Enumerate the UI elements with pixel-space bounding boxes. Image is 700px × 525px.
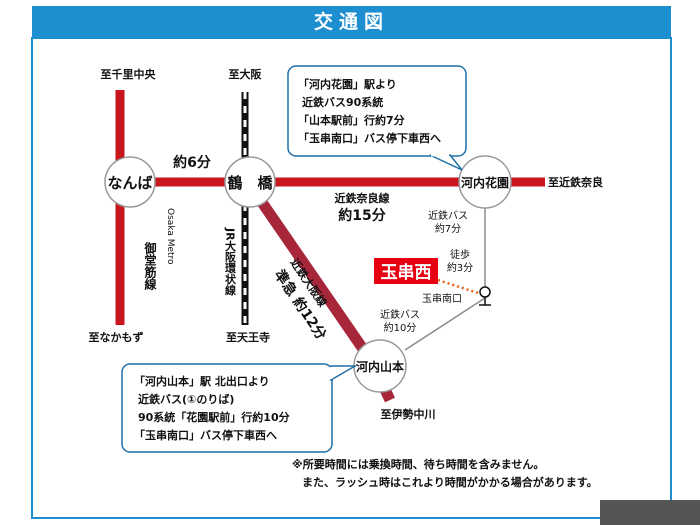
station-tsuruhashi	[224, 156, 276, 208]
bus-route-yamamoto	[404, 297, 486, 351]
station-namba	[104, 156, 156, 208]
callout-bottom-line-4: 「玉串南口」バス停下車西へ	[134, 428, 277, 442]
bus-label-hanazono-2: 約7分	[435, 222, 461, 235]
corner-artifact	[600, 500, 700, 525]
station-label-hanazono: 河内花園	[460, 175, 509, 190]
station-label-namba: なんば	[107, 174, 152, 192]
callout-yamamoto	[121, 363, 333, 453]
label-osaka-metro: Osaka Metro	[165, 208, 175, 265]
dest-osaka: 至大阪	[229, 67, 263, 81]
callout-bottom-line-1: 「河内山本」駅 北出口より	[134, 374, 270, 388]
walk-route	[437, 278, 479, 295]
bus-label-yamamoto-2: 約10分	[384, 321, 417, 334]
map-border	[31, 37, 672, 519]
label-nara-line: 近鉄奈良線	[335, 191, 390, 205]
dest-tennoji: 至天王寺	[226, 330, 270, 344]
callout-yamamoto-pointer	[330, 365, 358, 382]
callout-top-line-4: 「玉串南口」バス停下車西へ	[298, 131, 441, 145]
callout-bottom-line-3: 90系統「花園駅前」行約10分	[138, 410, 290, 424]
bus-stop-label: 玉串南口	[422, 292, 462, 305]
callout-top-line-3: 「山本駅前」行約7分	[298, 113, 405, 127]
destination-label: 玉串西	[381, 262, 432, 283]
callout-top-line-2: 近鉄バス90系統	[302, 95, 383, 109]
label-nara-time: 約15分	[338, 207, 385, 224]
callout-top-line-1: 「河内花園」駅より	[298, 77, 397, 91]
callout-bottom-line-2: 近鉄バス(①のりば)	[138, 392, 234, 406]
label-namba-tsuruhashi-time: 約6分	[173, 154, 211, 171]
label-midosuji: 御堂筋線	[143, 241, 157, 291]
label-jr-loop: JR大阪環状線	[224, 227, 237, 296]
bus-stop-icon	[479, 286, 491, 298]
footnote-line-2: また、ラッシュ時はこれより時間がかかる場合があります。	[302, 475, 598, 489]
map-title: 交通図	[32, 6, 671, 38]
walk-label-1: 徒歩	[450, 248, 470, 261]
destination-badge	[374, 258, 438, 284]
dest-nakamozu: 至なかもず	[89, 330, 144, 344]
dest-senri: 至千里中央	[101, 67, 157, 81]
footnote-line-1: ※所要時間には乗換時間、待ち時間を含みません。	[292, 457, 544, 471]
bus-label-hanazono-1: 近鉄バス	[428, 209, 468, 222]
station-label-yamamoto: 河内山本	[355, 359, 404, 374]
callout-hanazono-pointer	[429, 154, 463, 171]
callout-hanazono	[287, 65, 467, 157]
dest-ise: 至伊勢中川	[381, 407, 436, 421]
bus-label-yamamoto-1: 近鉄バス	[380, 308, 420, 321]
station-label-tsuruhashi: 鶴 橋	[227, 174, 273, 192]
osaka-line	[245, 181, 377, 366]
dest-kintetsu-nara: 至近鉄奈良	[548, 175, 603, 189]
station-kawachi-hanazono	[458, 155, 512, 209]
walk-label-2: 約3分	[447, 261, 473, 274]
